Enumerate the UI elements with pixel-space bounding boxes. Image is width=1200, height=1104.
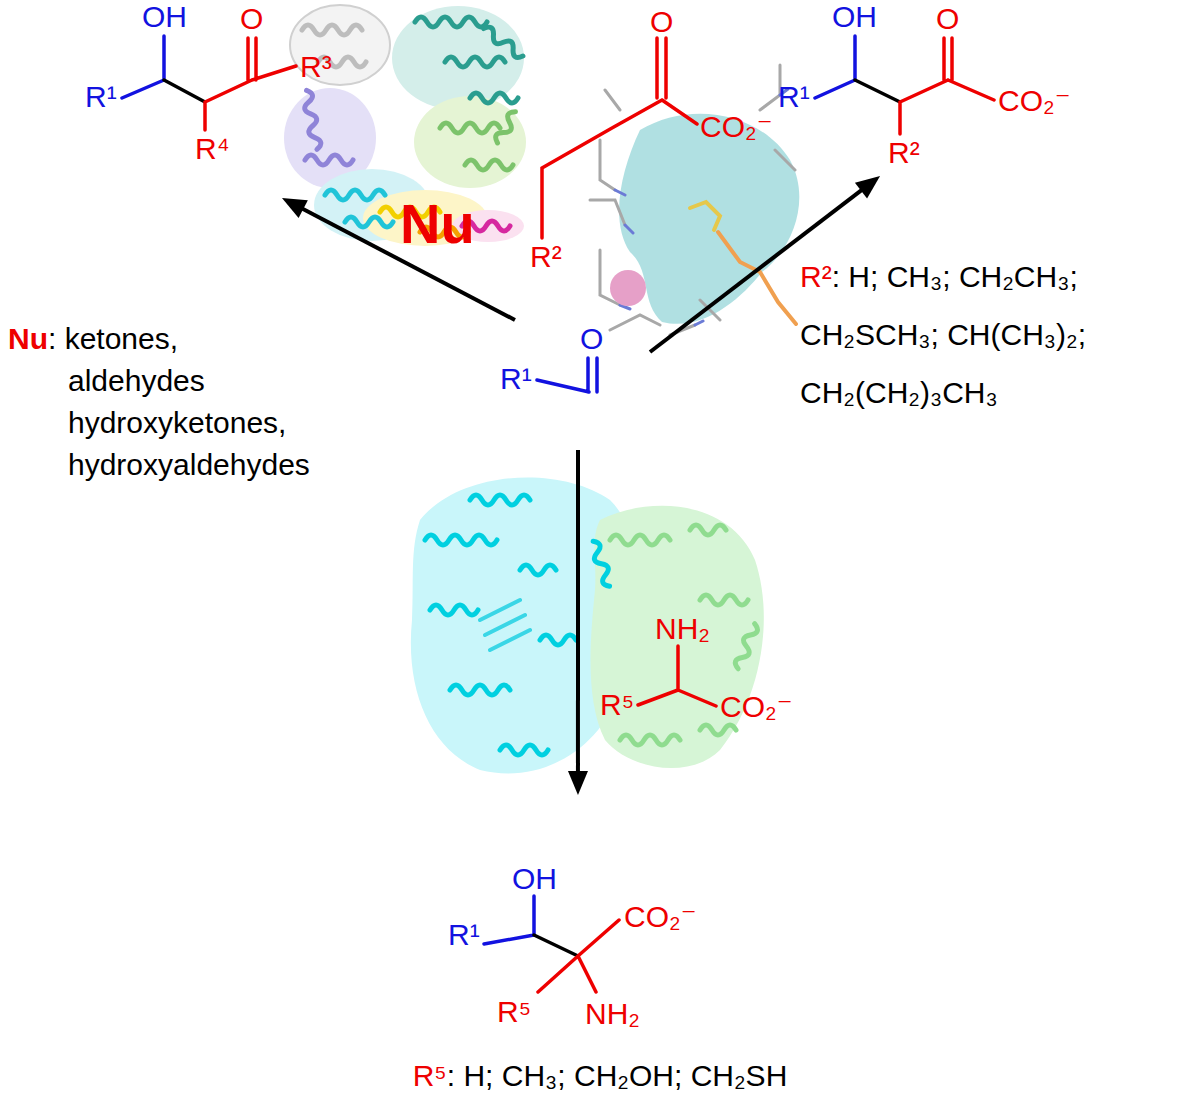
atom-label: O (650, 5, 673, 39)
threonine-aldolase-ribbon (411, 477, 764, 773)
atom-label: R¹ (448, 918, 480, 952)
subunit-green (591, 506, 764, 768)
list-prefix: R⁵ (413, 1059, 447, 1092)
atom-label: NH₂ (655, 612, 710, 646)
helix (305, 155, 353, 165)
nucleophile-label: Nu (400, 196, 475, 252)
substituent-list: Nu: ketones, aldehydes hydroxyketones, h… (68, 318, 314, 486)
atom-label: R¹ (778, 80, 810, 114)
reaction-arrow (282, 198, 515, 320)
sheet-strands (480, 600, 530, 650)
list-prefix: R² (800, 260, 832, 293)
molecule-structure: OH R¹ O CO₂⁻ R² (770, 0, 1115, 176)
arrowhead (568, 771, 588, 795)
binding-pocket-surface (619, 114, 799, 324)
atom-label: O (936, 2, 959, 36)
atom-label: CO₂⁻ (624, 900, 696, 934)
atom-label: R² (888, 136, 920, 170)
active-site-illustration (590, 65, 799, 335)
atom-label: R⁵ (497, 995, 531, 1029)
metal-ion (610, 270, 646, 306)
substituent-list: R²: H; CH₃; CH₂CH₃; CH₂SCH₃; CH(CH₃)₂; C… (800, 248, 1140, 422)
list-prefix: Nu (8, 322, 48, 355)
atom-label: OH (512, 862, 557, 896)
molecule-structure: OH CO₂⁻ R¹ R⁵ NH₂ (440, 795, 710, 1040)
arrow-shaft (576, 450, 580, 775)
atom-label: R¹ (85, 80, 117, 114)
atom-label: NH₂ (585, 997, 640, 1031)
list-text: : H; CH₃; CH₂CH₃; CH₂SCH₃; CH(CH₃)₂; CH₂… (800, 260, 1086, 409)
helix (481, 24, 526, 60)
atom-label: CO₂⁻ (998, 84, 1070, 118)
subunit-green (414, 96, 526, 188)
atom-label: R⁴ (195, 132, 230, 166)
helix (425, 495, 576, 755)
helix (440, 123, 513, 170)
blue-bonds (122, 36, 855, 944)
atom-label: OH (142, 0, 187, 34)
atom-label: O (240, 2, 263, 36)
atom-label: OH (832, 0, 877, 34)
atom-label: R² (530, 240, 562, 274)
atom-label: CO₂⁻ (700, 110, 772, 144)
helix (415, 17, 518, 103)
atom-label: R¹ (500, 362, 532, 396)
arrowhead (855, 176, 880, 199)
atom-label: R⁵ (600, 688, 634, 722)
molecule-structure: R¹ O (490, 320, 650, 450)
atom-label: CO₂⁻ (720, 690, 792, 724)
arrowhead (282, 198, 308, 218)
red-bonds (205, 38, 994, 992)
molecule-structure: OH R¹ O R³ R⁴ (80, 0, 350, 198)
list-text: : H; CH₃; CH₂OH; CH₂SH (447, 1059, 788, 1092)
helix (733, 622, 759, 671)
black-bonds (164, 80, 900, 956)
helix (493, 109, 520, 145)
helix (302, 89, 322, 150)
cofactor-chain (718, 232, 796, 324)
list-text: : ketones, aldehydes hydroxyketones, hyd… (48, 322, 310, 481)
substituent-list: R⁵: H; CH₃; CH₂OH; CH₂SH (0, 1058, 1200, 1094)
residue-sticks (590, 65, 795, 335)
subunit-grey (290, 5, 390, 85)
helix (588, 539, 614, 588)
atom-label: R³ (300, 50, 332, 84)
atom-label: O (580, 322, 603, 356)
substrate-sticks (690, 202, 720, 230)
reaction-arrow (568, 450, 588, 795)
subunit-teal (392, 6, 524, 110)
